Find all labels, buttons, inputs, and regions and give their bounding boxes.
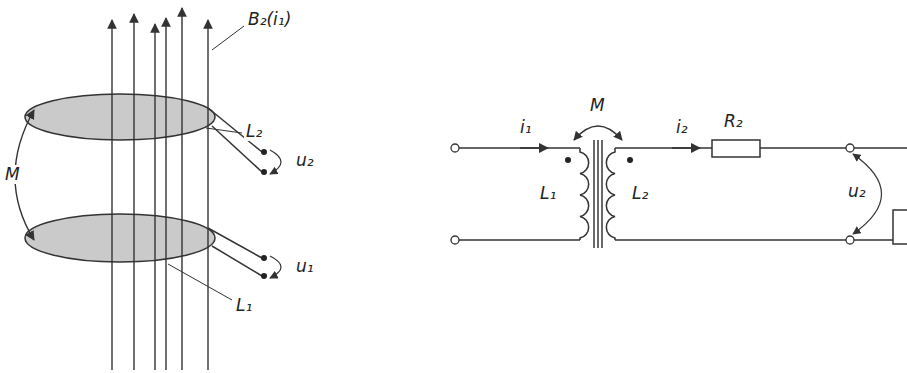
- terminal: [451, 236, 459, 244]
- current-arrow-i2: [672, 147, 700, 149]
- inductor-l2: [606, 148, 615, 240]
- mutual-label: M: [3, 165, 22, 184]
- resistor-label: R₂: [722, 112, 745, 131]
- coil-l1: [25, 214, 267, 279]
- inductor-l1: [580, 148, 589, 240]
- load-box: [893, 210, 907, 244]
- polarity-dot: [627, 157, 633, 163]
- coil-label: L₂: [244, 122, 264, 141]
- field-label: B₂(i₁): [246, 10, 293, 29]
- voltage-arrow-u2: [270, 150, 281, 174]
- voltage-label: u₂: [846, 182, 868, 201]
- circuit-wires: [459, 148, 907, 240]
- current-label: i₁: [518, 118, 534, 137]
- voltage-arrow-u1: [270, 256, 281, 278]
- mutual-arrow: [574, 126, 622, 140]
- current-arrow-i1: [520, 147, 548, 149]
- voltage-label: u₂: [294, 151, 316, 170]
- resistor-symbol: [712, 140, 760, 157]
- coil-label: L₁: [538, 184, 558, 203]
- mutual-label: M: [588, 96, 607, 115]
- terminal: [846, 236, 854, 244]
- iron-core: [594, 140, 602, 248]
- current-label: i₂: [674, 118, 690, 137]
- leader-lines: [168, 26, 244, 300]
- coil-l2: [25, 94, 267, 175]
- polarity-dot: [565, 157, 571, 163]
- coil-label: L₂: [630, 184, 650, 203]
- voltage-label: u₁: [294, 257, 316, 276]
- coil-label: L₁: [234, 296, 254, 315]
- terminal: [846, 144, 854, 152]
- terminal: [451, 144, 459, 152]
- field-lines: [112, 8, 208, 370]
